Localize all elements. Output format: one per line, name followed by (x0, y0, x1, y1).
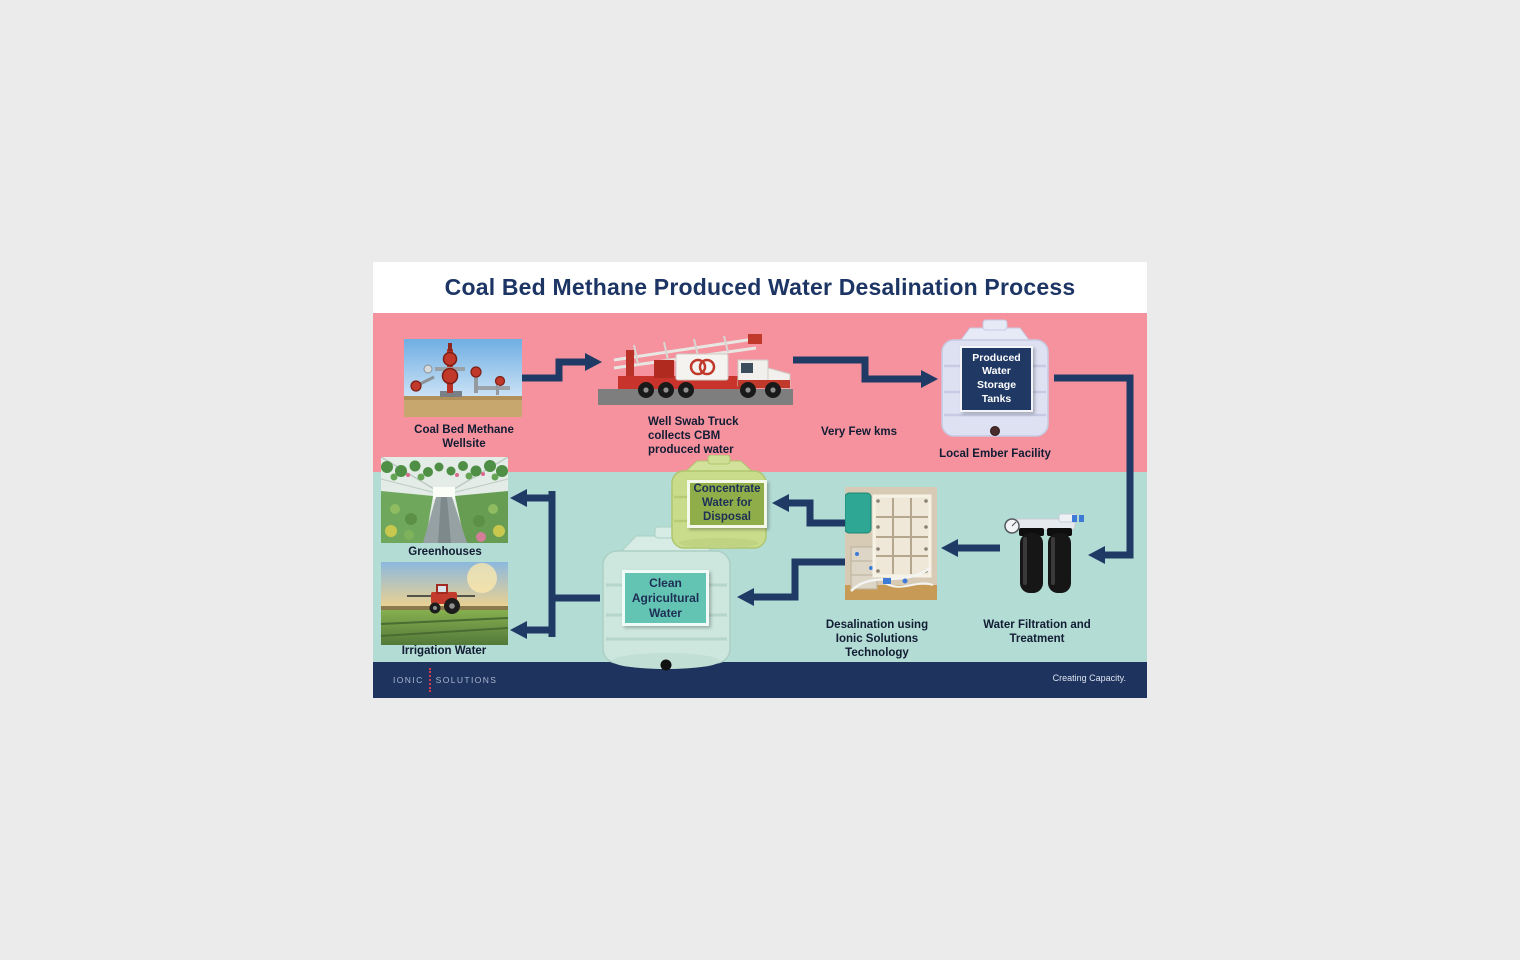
truck-illustration (598, 334, 793, 405)
irrigation-water-photo (381, 562, 508, 645)
desalination-unit-photo (845, 487, 937, 600)
brand-divider-icon (428, 668, 431, 692)
facility-caption: Local Ember Facility (939, 448, 1051, 460)
wellsite-photo (404, 339, 522, 417)
water-filtration-photo (1003, 513, 1087, 600)
distance-caption: Very Few kms (820, 426, 898, 438)
clean-water-tag: Clean Agricultural Water (622, 570, 709, 626)
desalination-stack-illustration (845, 487, 937, 600)
brand-logo: IONIC SOLUTIONS (393, 666, 497, 694)
greenhouse-illustration (381, 457, 508, 543)
wellhead-illustration (404, 339, 522, 417)
brand-logo-right: SOLUTIONS (435, 675, 498, 685)
tractor-field-illustration (381, 562, 508, 645)
desalination-caption: Desalination using Ionic Solutions Techn… (825, 619, 929, 660)
footer-band (373, 662, 1147, 698)
wellsite-caption: Coal Bed Methane Wellsite (414, 424, 514, 451)
concentrate-water-tag: Concentrate Water for Disposal (687, 480, 767, 528)
brand-logo-left: IONIC (393, 675, 424, 685)
filtration-caption: Water Filtration and Treatment (983, 619, 1091, 646)
filter-cartridges-illustration (1004, 513, 1084, 593)
diagram-title: Coal Bed Methane Produced Water Desalina… (444, 274, 1076, 300)
well-swab-truck-photo (598, 330, 793, 407)
greenhouses-caption: Greenhouses (408, 546, 482, 558)
truck-caption: Well Swab Truck collects CBM produced wa… (648, 416, 739, 457)
process-diagram-slide: Coal Bed Methane Produced Water Desalina… (373, 262, 1147, 698)
irrigation-caption: Irrigation Water (401, 645, 487, 657)
brand-tagline: Creating Capacity. (1052, 673, 1126, 683)
storage-tank-tag: Produced Water Storage Tanks (960, 346, 1033, 412)
greenhouses-photo (381, 457, 508, 543)
